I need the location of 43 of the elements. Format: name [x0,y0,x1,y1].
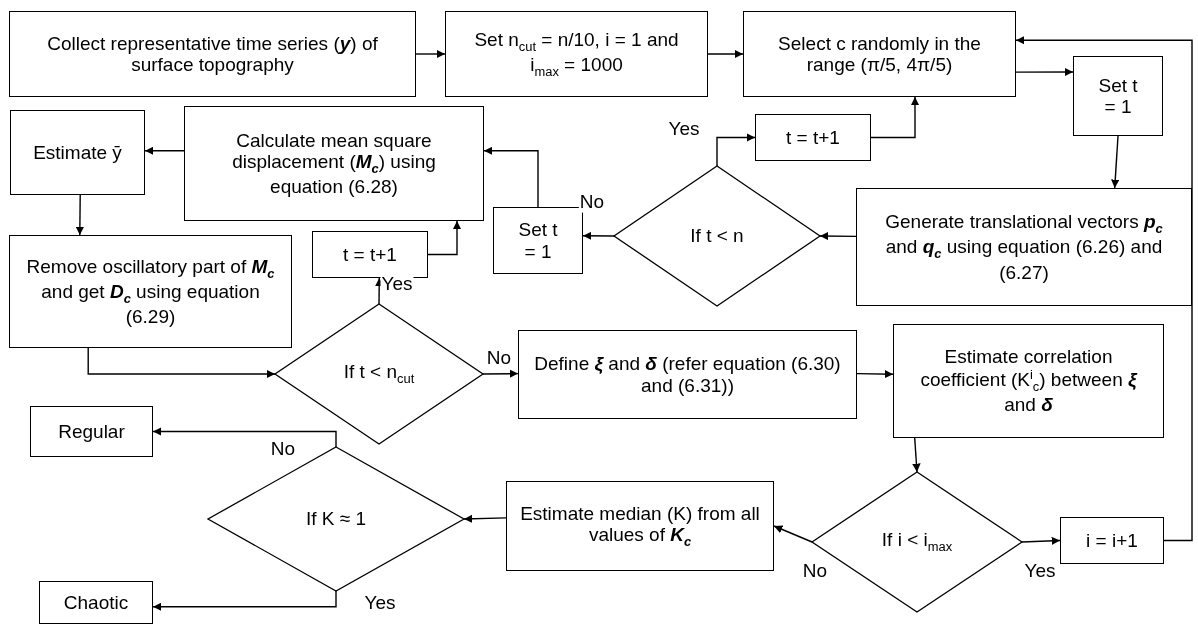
arrow [483,146,539,208]
process-box: Set t = 1 [1073,56,1163,136]
process-box: Define ξ and δ (refer equation (6.30) and (6.31)) [518,330,857,419]
arrow [1015,67,1074,77]
process-box: Generate translational vectors p$_{c}$ and q$_{c}$ using equation (6.26) and (6.27) [856,188,1192,306]
arrow [582,231,615,241]
process-box: Regular [30,406,153,457]
arrow [1015,36,1193,542]
arrow [463,514,507,523]
process-box: Select c randomly in the range (π/5, 4π/5) [743,11,1016,97]
process-box: Set t = 1 [493,207,583,274]
arrow [144,146,185,155]
process-box: t = t+1 [755,114,871,161]
condition-text: If i < i$_{max}$ [881,529,953,555]
condition-text: If t < n$_{cut}$ [343,361,415,387]
process-box: Set n$_{cut}$ = n/10, i = 1 and i$_{max}$ = 1000 [445,11,708,97]
arrow [415,49,446,59]
arrow [1111,135,1120,189]
arrow [1021,536,1061,546]
process-box: Chaotic [39,581,153,624]
arrow [856,369,894,379]
process-box: Estimate median (K) from all values of K$_{c}$ [506,481,774,571]
arrow [912,437,921,473]
arrow [75,194,85,236]
process-box: Collect representative time series (y) of surface topography [9,11,416,97]
process-box: i = i+1 [1060,517,1164,564]
arrow [87,347,276,379]
process-box: Remove oscillatory part of M$_{c}$ and get D$_{c}$ using equation (6.29) [9,235,292,348]
arrow [152,427,337,448]
condition-text: If K ≈ 1 [305,508,367,530]
arrow [870,96,920,139]
condition-text: If t < n [690,225,744,247]
arrow [716,133,756,167]
process-box: Estimate correlation coefficient (K$^{i}$$_{c}$) between ξ and δ [893,324,1164,438]
arrow [427,220,462,256]
arrow [773,525,813,543]
arrow [152,590,337,611]
process-box: Estimate ȳ [10,110,145,195]
arrow [482,369,519,378]
process-box: t = t+1 [312,231,428,278]
process-box: Calculate mean square displacement (M$_{c}$) using equation (6.28) [184,106,484,221]
arrow [819,231,857,241]
arrow [707,49,744,59]
